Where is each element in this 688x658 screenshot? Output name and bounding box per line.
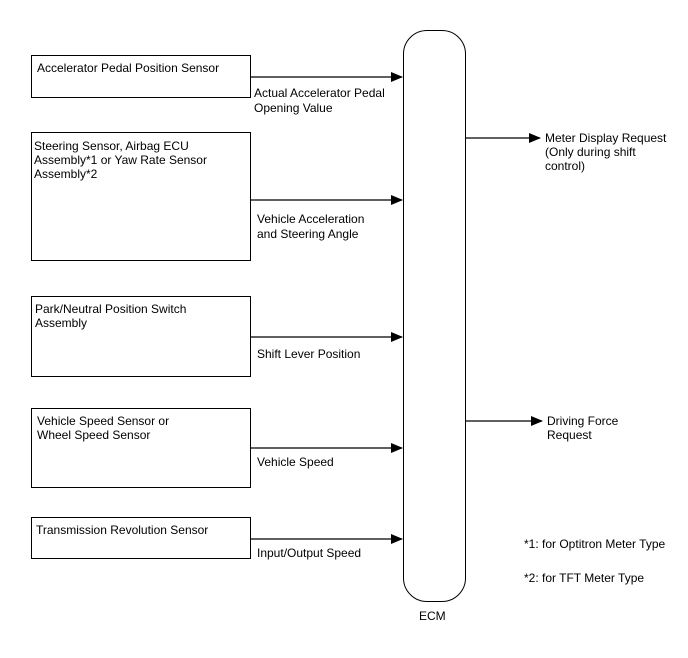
signal-label-shift-lever: Shift Lever Position xyxy=(257,347,361,361)
sensor-box-steering xyxy=(31,132,251,261)
signal-label-acceleration-steering: Vehicle Acceleration and Steering Angle xyxy=(257,212,365,241)
sensor-box-accelerator-pedal xyxy=(31,55,251,98)
ecm-label: ECM xyxy=(419,609,446,623)
ecm-block xyxy=(403,30,466,602)
output-label-driving-force: Driving Force Request xyxy=(547,414,619,442)
footnote-optitron: *1: for Optitron Meter Type xyxy=(524,537,666,551)
sensor-box-park-neutral xyxy=(31,296,251,377)
output-label-meter-display: Meter Display Request (Only during shift… xyxy=(545,131,667,173)
sensor-box-transmission-revolution xyxy=(31,517,251,559)
sensor-box-vehicle-speed xyxy=(31,408,251,488)
sensor-label-park-neutral: Park/Neutral Position Switch Assembly xyxy=(35,302,187,330)
signal-label-input-output-speed: Input/Output Speed xyxy=(257,546,362,560)
signal-label-vehicle-speed: Vehicle Speed xyxy=(257,455,334,469)
sensor-label-vehicle-speed: Vehicle Speed Sensor or Wheel Speed Sens… xyxy=(37,414,170,442)
sensor-label-transmission-revolution: Transmission Revolution Sensor xyxy=(36,523,209,537)
sensor-label-steering: Steering Sensor, Airbag ECU Assembly*1 o… xyxy=(34,139,207,181)
signal-label-accelerator-opening: Actual Accelerator Pedal Opening Value xyxy=(254,86,385,115)
footnote-tft: *2: for TFT Meter Type xyxy=(524,571,645,585)
sensor-label-accelerator-pedal: Accelerator Pedal Position Sensor xyxy=(37,61,220,75)
